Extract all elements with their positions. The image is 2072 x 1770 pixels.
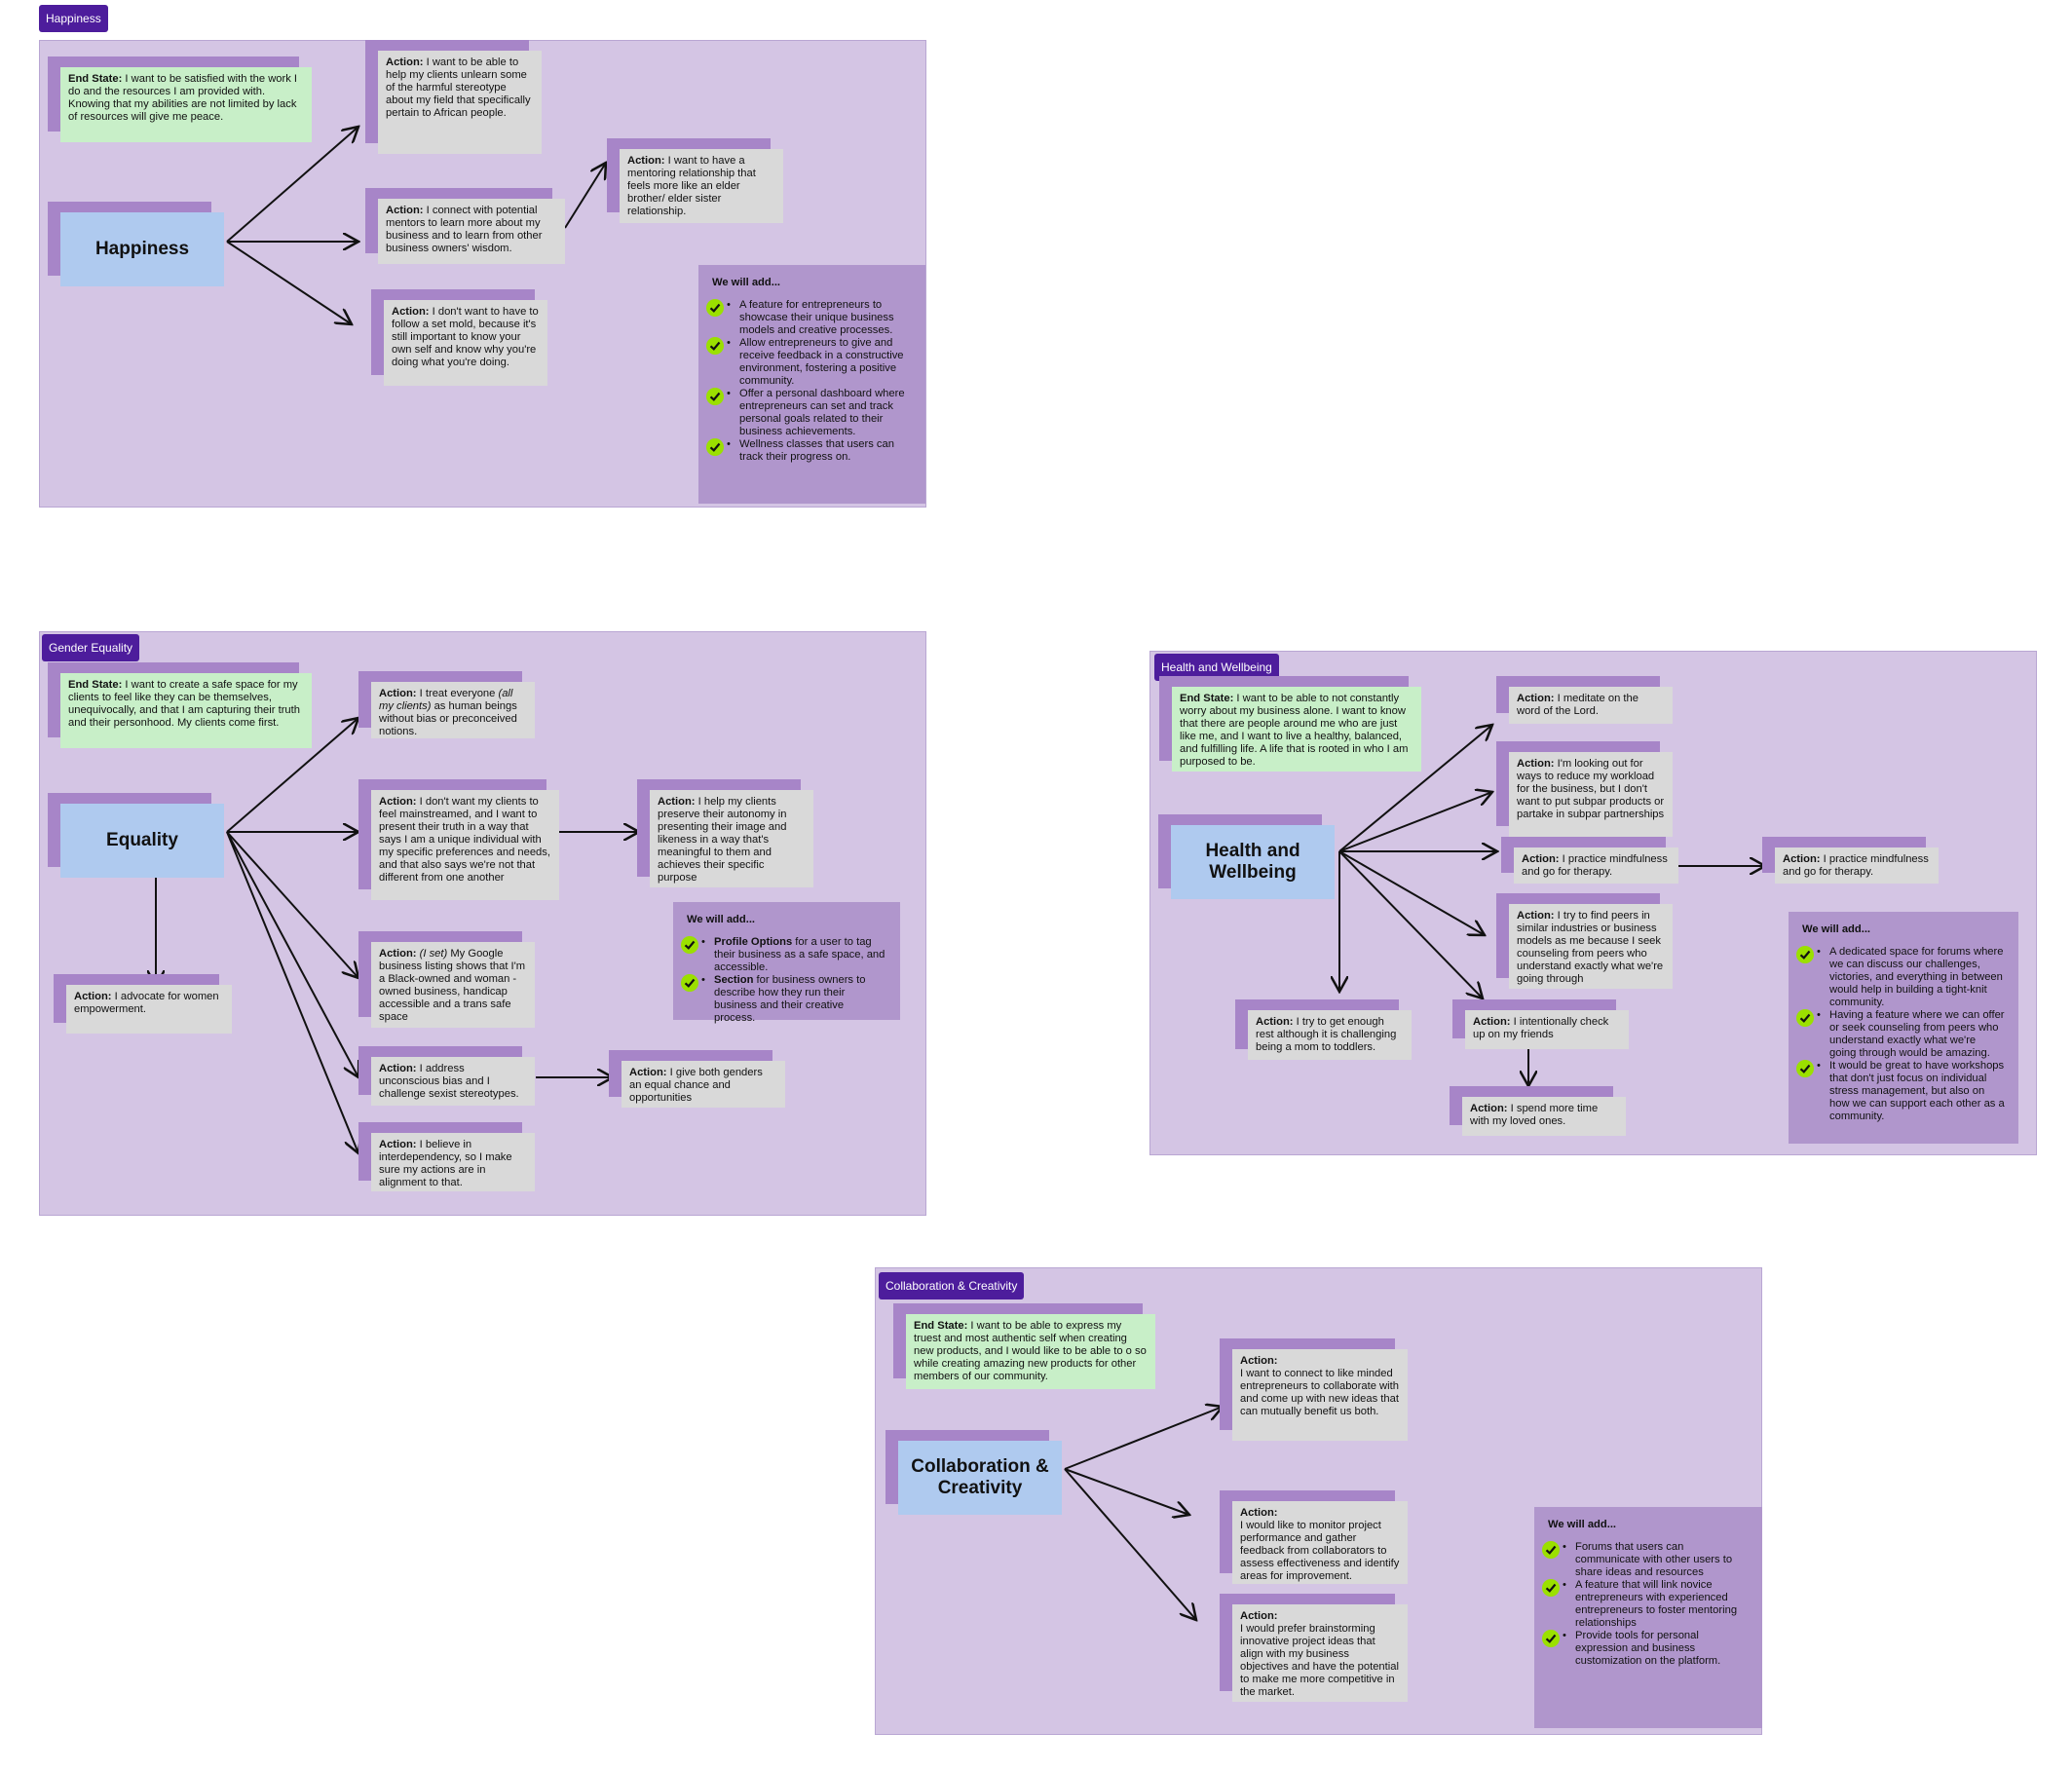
gender-main-card[interactable]: Equality (48, 793, 224, 878)
end-state-label: End State: (1180, 693, 1234, 704)
main-card-title: Health and Wellbeing (1171, 825, 1335, 899)
checkmark-circle-icon (681, 936, 698, 954)
checkmark-circle-icon (1796, 946, 1814, 963)
health-main-card[interactable]: Health and Wellbeing (1158, 814, 1335, 899)
gender-action-card[interactable]: Action: I don't want my clients to feel … (358, 779, 559, 900)
will-add-item: •Provide tools for personal expression a… (1542, 1630, 1749, 1668)
will-add-item: •A dedicated space for forums where we c… (1796, 946, 2005, 1009)
checkmark-circle-icon (706, 337, 724, 355)
action-text: I want to have a mentoring relationship … (627, 155, 756, 217)
action-text: I don't want to have to follow a set mol… (392, 306, 539, 368)
gender-action-card[interactable]: Action: I believe in interdependency, so… (358, 1122, 535, 1191)
health-action-card[interactable]: Action: I try to find peers in similar i… (1496, 893, 1673, 989)
will-add-item: •Forums that users can communicate with … (1542, 1541, 1749, 1579)
end-state-label: End State: (68, 679, 123, 691)
will-add-item: •Having a feature where we can offer or … (1796, 1009, 2005, 1060)
happiness-main-card[interactable]: Happiness (48, 202, 224, 286)
action-label: Action: (386, 205, 424, 216)
health-action-card[interactable]: Action: I'm looking out for ways to redu… (1496, 741, 1673, 837)
will-add-item: •Allow entrepreneurs to give and receive… (706, 337, 912, 388)
will-add-item: •Offer a personal dashboard where entrep… (706, 388, 912, 438)
end-state-text: I want to be satisfied with the work I d… (68, 73, 298, 123)
checkmark-circle-icon (706, 388, 724, 405)
gender-action-card[interactable]: Action: I give both genders an equal cha… (609, 1050, 785, 1108)
collab-end-state-card: End State: I want to be able to express … (893, 1303, 1155, 1389)
happiness-end-state-card: End State: I want to be satisfied with t… (48, 56, 312, 142)
checkmark-circle-icon (1796, 1060, 1814, 1077)
end-state-text: I want to create a safe space for my cli… (68, 679, 300, 729)
collab-action-card[interactable]: Action:I would like to monitor project p… (1220, 1490, 1408, 1584)
happiness-action-card[interactable]: Action: I want to be able to help my cli… (365, 40, 542, 154)
happiness-action-card[interactable]: Action: I don't want to have to follow a… (371, 289, 547, 386)
happiness-action-card[interactable]: Action: I connect with potential mentors… (365, 188, 565, 264)
will-add-title: We will add... (687, 914, 756, 925)
will-add-item: •A feature that will link novice entrepr… (1542, 1579, 1749, 1630)
collab-will-add-box: We will add... •Forums that users can co… (1534, 1507, 1762, 1728)
main-card-title: Happiness (60, 212, 224, 286)
gender-action-card[interactable]: Action: I address unconscious bias and I… (358, 1046, 535, 1106)
will-add-title: We will add... (1802, 923, 1871, 935)
health-end-state-card: End State: I want to be able to not cons… (1159, 676, 1421, 772)
end-state-text: I want to be able to express my truest a… (914, 1320, 1147, 1382)
checkmark-circle-icon (706, 438, 724, 456)
gender-action-card[interactable]: Action: I treat everyone (all my clients… (358, 671, 535, 738)
end-state-label: End State: (68, 73, 123, 85)
happiness-action-card[interactable]: Action: I want to have a mentoring relat… (607, 138, 783, 223)
checkmark-circle-icon (1796, 1009, 1814, 1027)
will-add-title: We will add... (712, 277, 781, 288)
gender-action-card[interactable]: Action: I advocate for women empowerment… (54, 974, 232, 1034)
health-action-card[interactable]: Action: I try to get enough rest althoug… (1235, 999, 1412, 1060)
checkmark-circle-icon (1542, 1630, 1560, 1647)
will-add-item: •Wellness classes that users can track t… (706, 438, 912, 464)
tag-gender-equality[interactable]: Gender Equality (42, 634, 140, 661)
health-action-card[interactable]: Action: I practice mindfulness and go fo… (1762, 837, 1939, 884)
will-add-item: •Profile Options for a user to tag their… (681, 936, 886, 974)
action-text: I want to be able to help my clients unl… (386, 56, 531, 119)
health-will-add-box: We will add... •A dedicated space for fo… (1789, 912, 2018, 1144)
collab-action-card[interactable]: Action:I want to connect to like minded … (1220, 1338, 1408, 1441)
health-action-card[interactable]: Action: I practice mindfulness and go fo… (1501, 837, 1678, 884)
collab-action-card[interactable]: Action:I would prefer brainstorming inno… (1220, 1594, 1408, 1702)
checkmark-circle-icon (706, 299, 724, 317)
happiness-will-add-box: We will add... •A feature for entreprene… (698, 265, 925, 504)
gender-will-add-box: We will add... •Profile Options for a us… (673, 902, 900, 1024)
action-text: I connect with potential mentors to lear… (386, 205, 543, 254)
gender-action-card[interactable]: Action: (I set) My Google business listi… (358, 931, 535, 1028)
will-add-item: •Section for business owners to describe… (681, 974, 886, 1025)
will-add-item: •A feature for entrepreneurs to showcase… (706, 299, 912, 337)
end-state-text: I want to be able to not constantly worr… (1180, 693, 1409, 768)
gender-action-card[interactable]: Action: I help my clients preserve their… (637, 779, 813, 887)
main-card-title: Equality (60, 804, 224, 878)
checkmark-circle-icon (1542, 1541, 1560, 1559)
tag-collaboration-creativity[interactable]: Collaboration & Creativity (879, 1272, 1025, 1299)
gender-end-state-card: End State: I want to create a safe space… (48, 662, 312, 748)
action-label: Action: (627, 155, 665, 167)
action-label: Action: (386, 56, 424, 68)
action-label: Action: (392, 306, 430, 318)
health-action-card[interactable]: Action: I meditate on the word of the Lo… (1496, 676, 1673, 724)
will-add-title: We will add... (1548, 1519, 1617, 1530)
tag-happiness[interactable]: Happiness (39, 5, 108, 32)
main-card-title: Collaboration & Creativity (898, 1441, 1062, 1515)
collab-main-card[interactable]: Collaboration & Creativity (885, 1430, 1062, 1515)
checkmark-circle-icon (1542, 1579, 1560, 1597)
health-action-card[interactable]: Action: I intentionally check up on my f… (1452, 999, 1629, 1049)
will-add-item: •It would be great to have workshops tha… (1796, 1060, 2005, 1123)
checkmark-circle-icon (681, 974, 698, 992)
health-action-card[interactable]: Action: I spend more time with my loved … (1450, 1086, 1626, 1136)
end-state-label: End State: (914, 1320, 968, 1332)
